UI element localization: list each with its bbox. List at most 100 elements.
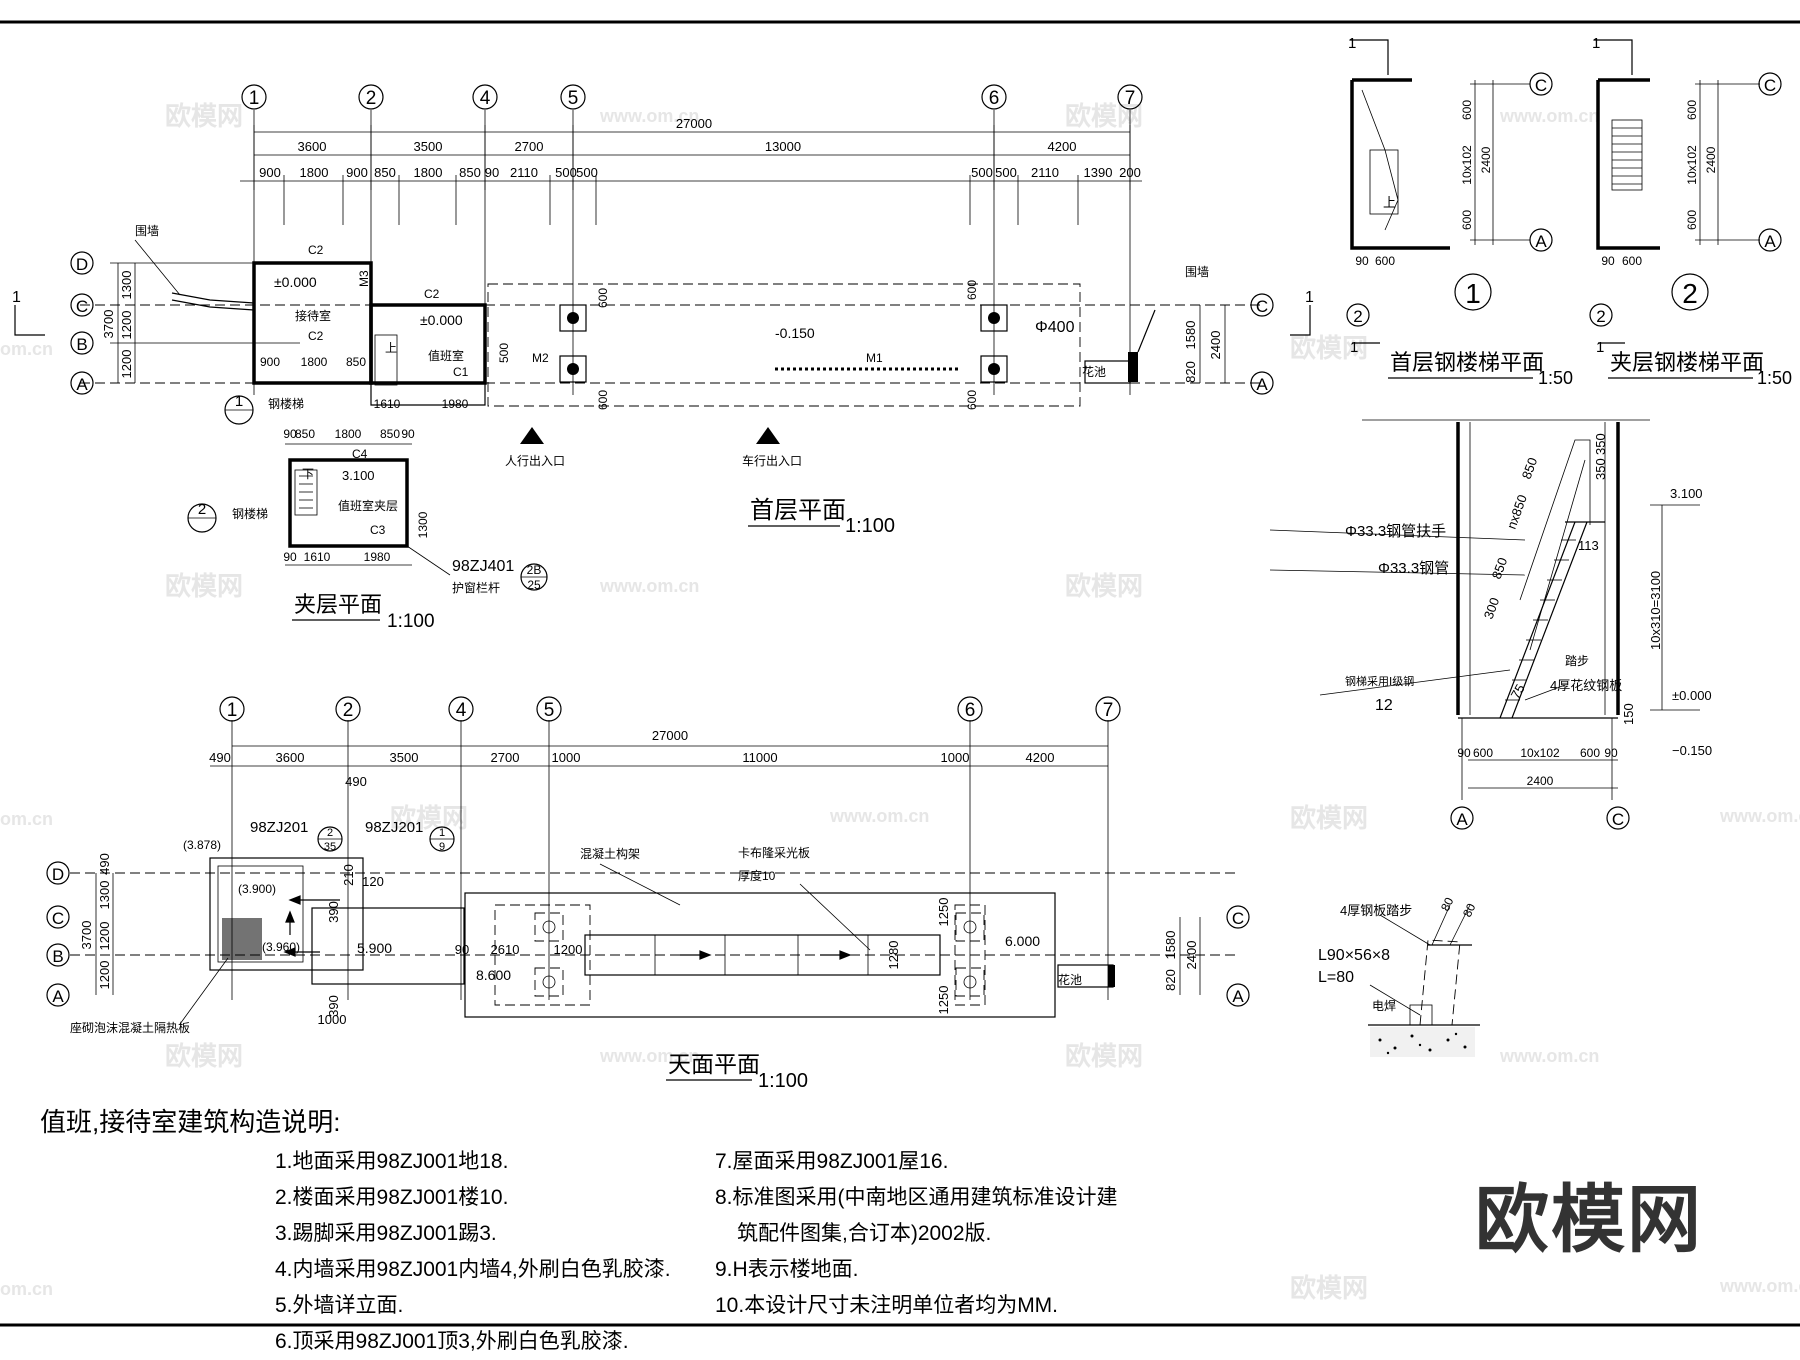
elev-label: 5.900 xyxy=(357,940,392,956)
roof-ref-sub: 1 xyxy=(439,827,445,839)
watermark-url-short: om.cn xyxy=(0,339,53,359)
dim-mezz: 90 xyxy=(283,550,297,564)
roof-building-outline xyxy=(209,857,364,971)
dim-sub: 500 xyxy=(971,165,993,180)
title-stair-mezz: 夹层钢楼梯平面 xyxy=(1610,350,1764,375)
dim-sub: 500 xyxy=(995,165,1017,180)
dim-section: 850 xyxy=(1489,556,1511,582)
watermark-brand: 欧模网 xyxy=(1290,803,1368,833)
dim-total: 27000 xyxy=(652,728,688,743)
scale-roof: 1:100 xyxy=(758,1070,808,1092)
dim-left: 1200 xyxy=(97,961,112,990)
watermark-brand: 欧模网 xyxy=(390,803,468,833)
note-item: 8.标准图采用(中南地区通用建筑标准设计建 xyxy=(715,1186,1118,1209)
dim-total: 27000 xyxy=(676,116,712,131)
dim-sub: 1800 xyxy=(300,165,329,180)
roof-dimension-chains xyxy=(95,745,1201,995)
dim-sub: 1390 xyxy=(1084,165,1113,180)
dim-stair: 90 xyxy=(1457,746,1471,760)
stair-plan-mezz: 1 C A 600 10x102 600 2400 90 600 2 2 1 夹… xyxy=(1589,35,1792,388)
dim-stair: 90 xyxy=(1355,254,1369,268)
stair-outline xyxy=(374,334,398,386)
grid-label: B xyxy=(76,335,87,354)
dim-section: 150 xyxy=(1621,703,1636,725)
dim-gate: 600 xyxy=(596,288,610,308)
dim-left: 1300 xyxy=(97,881,112,910)
grid-label: 6 xyxy=(965,700,976,721)
dim-roof-sub: 90 xyxy=(455,942,469,957)
note-item: 6.顶采用98ZJ001顶3,外刷白色乳胶漆. xyxy=(275,1330,629,1353)
gate-canopy-outline xyxy=(487,283,1081,407)
grid-label: A xyxy=(1256,375,1268,394)
dim-sub: 500 xyxy=(576,165,598,180)
dim-mezz: 850 xyxy=(380,427,400,441)
grid-label: 1 xyxy=(227,700,238,721)
dim-roof-sub: 490 xyxy=(97,853,112,875)
section-mark-label: 1 xyxy=(12,289,21,306)
dim-mezz: 1800 xyxy=(335,427,362,441)
note-item: 5.外墙详立面. xyxy=(275,1294,404,1317)
dimension-chain-left xyxy=(117,263,136,383)
dim-stair: 600 xyxy=(1460,100,1474,120)
dim-sub: 900 xyxy=(259,165,281,180)
elev-label: −0.150 xyxy=(1672,743,1712,758)
tread-detail-labels: 4厚钢板踏步 L90×56×8 L=80 电焊 80 80 xyxy=(1318,895,1478,1013)
dim-mezz: 90 xyxy=(401,427,415,441)
dim-sub: 1610 xyxy=(374,397,401,411)
roof-ref: 98ZJ201 xyxy=(365,819,423,836)
dim-right-total: 2400 xyxy=(1184,941,1199,970)
grid-label: 7 xyxy=(1103,700,1114,721)
vehicle-entry-arrow-icon xyxy=(756,427,780,444)
tread-detail: 4厚钢板踏步 L90×56×8 L=80 电焊 80 80 xyxy=(1318,895,1480,1057)
roof-labels: (3.878) (3.900) (3.960) 5.900 8.600 6.00… xyxy=(70,819,1082,1035)
dim-sub: 900 xyxy=(260,355,280,369)
window-label: C2 xyxy=(424,287,440,301)
label-ped-entry: 人行出入口 xyxy=(505,454,565,468)
grid-label: 1 xyxy=(249,88,260,109)
watermark-layer: 欧模网 www.om.cn 欧模网 www.om.cn om.cn 欧模网 欧模… xyxy=(0,101,1800,1303)
label-angle: L90×56×8 xyxy=(1318,947,1390,964)
dim-sub: 850 xyxy=(374,165,396,180)
dim-sub: 1800 xyxy=(301,355,328,369)
detail-number: 1 xyxy=(235,393,243,410)
dim-stair: 600 xyxy=(1622,254,1642,268)
note-item: 7.屋面采用98ZJ001屋16. xyxy=(715,1150,949,1173)
label-plate: 4厚花纹钢板 xyxy=(1550,678,1622,693)
title-mezzanine: 夹层平面 xyxy=(294,592,382,617)
dim-stair: 2400 xyxy=(1527,774,1554,788)
grid-bubbles-left: D C B A C A xyxy=(70,251,1274,395)
dim-mezz: 1980 xyxy=(364,550,391,564)
stair-plan-first: 1 上 C A 600 10x102 600 2400 90 600 2 1 1… xyxy=(1346,35,1573,388)
elev-label: ±0.000 xyxy=(274,274,317,290)
dim-left: 1200 xyxy=(97,922,112,951)
dim-detail: 80 xyxy=(1438,895,1456,913)
rail-ref: 98ZJ401 xyxy=(452,558,514,575)
grid-label: C xyxy=(52,909,64,928)
note-item: 3.踢脚采用98ZJ001踢3. xyxy=(275,1222,497,1245)
first-floor-small-dims: 900 1800 850 1610 1980 500 600 600 600 6… xyxy=(260,280,979,411)
roof-ref-no: 9 xyxy=(439,841,445,853)
dim-mezz: 90 xyxy=(283,427,297,441)
window-label: C1 xyxy=(453,365,469,379)
dimension-text-top: 27000 3600 3500 2700 13000 4200 900 1800… xyxy=(259,116,1141,180)
label-steel-stair: 钢楼梯 xyxy=(232,506,268,521)
grid-label: 7 xyxy=(1125,88,1136,109)
grid-label: 2 xyxy=(343,700,354,721)
scale-mezzanine: 1:100 xyxy=(387,611,435,632)
dim-left-total: 3700 xyxy=(101,310,116,339)
detail-number: 2 xyxy=(198,501,206,518)
grid-label: C xyxy=(76,297,88,316)
label-tread: 踏步 xyxy=(1565,654,1589,668)
watermark-url: www.om.cn xyxy=(599,1046,699,1066)
duty-room-walls xyxy=(369,303,487,385)
label-duty-mezz: 值班室夹层 xyxy=(338,498,398,513)
elev-label: 3.100 xyxy=(342,468,375,483)
section-mark-label: 1 xyxy=(1348,35,1356,52)
scale-stair-mezz: 1:50 xyxy=(1757,368,1792,388)
dim-stair: 10x102 xyxy=(1685,145,1699,185)
elev-label: 3.100 xyxy=(1670,486,1703,501)
elev-label: ±0.000 xyxy=(420,312,463,328)
dim-sub: 900 xyxy=(346,165,368,180)
dim-stair: 600 xyxy=(1685,100,1699,120)
watermark-brand: 欧模网 xyxy=(165,571,243,601)
